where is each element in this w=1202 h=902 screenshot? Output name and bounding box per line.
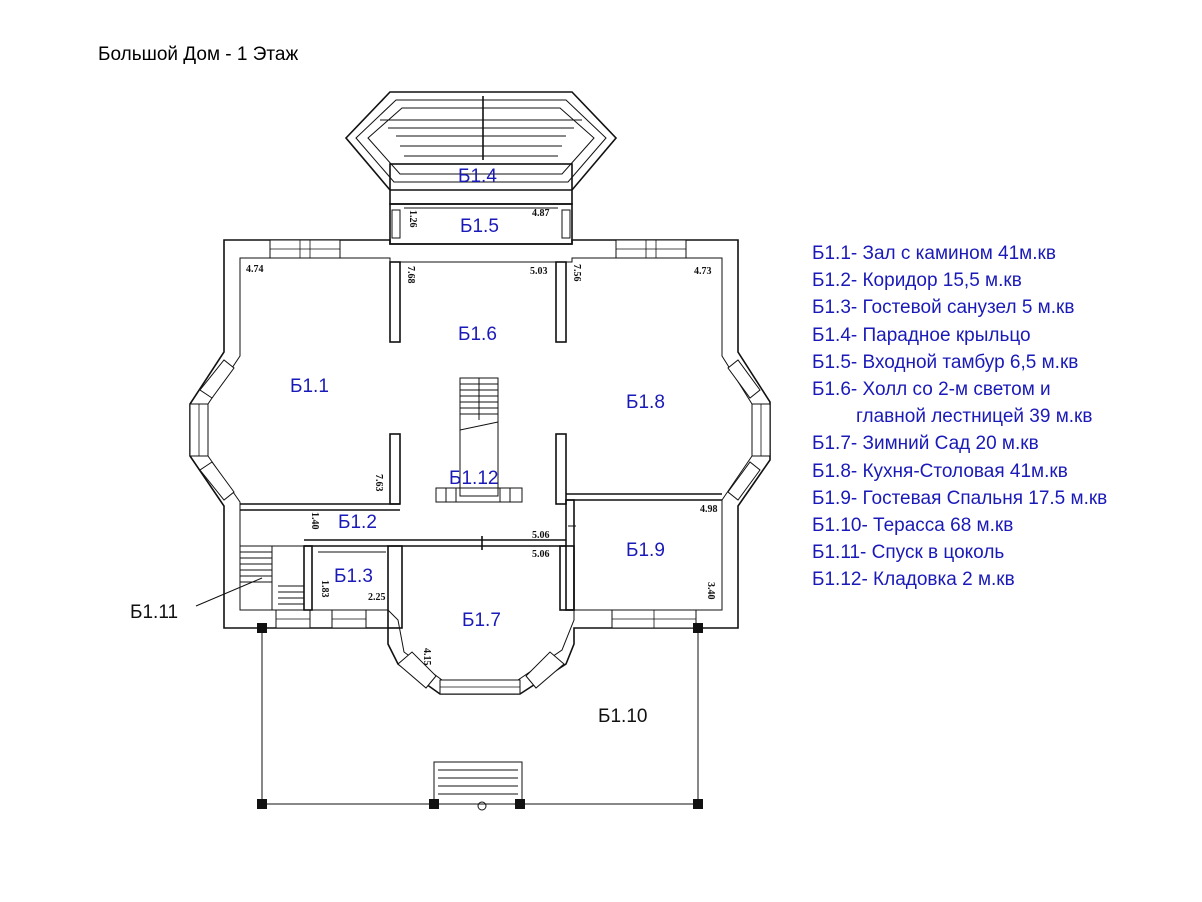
outer-walls <box>189 239 771 695</box>
room-label-b1-3: Б1.3 <box>334 566 373 587</box>
interior-walls <box>240 261 722 629</box>
room-label-b1-8: Б1.8 <box>626 392 665 413</box>
legend-item: Б1.5- Входной тамбур 6,5 м.кв <box>812 351 1079 373</box>
b1-11-pointer <box>195 577 263 607</box>
dimension-label: 4.98 <box>700 504 718 515</box>
dimension-label: 5.03 <box>530 266 548 277</box>
dimension-label: 5.06 <box>532 549 550 560</box>
room-label-b1-2: Б1.2 <box>338 512 377 533</box>
room-label-b1-7: Б1.7 <box>462 610 501 631</box>
legend-item: Б1.7- Зимний Сад 20 м.кв <box>812 433 1039 455</box>
legend-item: Б1.2- Коридор 15,5 м.кв <box>812 270 1022 292</box>
room-label-b1-10: Б1.10 <box>598 706 647 727</box>
legend-item: Б1.3- Гостевой санузел 5 м.кв <box>812 297 1075 319</box>
dimension-label: 4.15 <box>421 648 432 666</box>
legend-item: Б1.6- Холл со 2-м светом и <box>812 378 1051 400</box>
dimension-label: 4.87 <box>532 208 550 219</box>
front-porch <box>344 91 618 205</box>
legend-item: Б1.10- Терасса 68 м.кв <box>812 514 1014 536</box>
dimension-label: 1.40 <box>309 512 320 530</box>
room-label-b1-11: Б1.11 <box>130 602 178 623</box>
room-label-b1-12: Б1.12 <box>449 468 498 489</box>
page-title: Большой Дом - 1 Этаж <box>98 44 299 65</box>
dimension-label: 1.26 <box>407 210 418 228</box>
main-staircase <box>435 377 523 503</box>
dimension-label: 4.74 <box>246 264 264 275</box>
legend-item: Б1.9- Гостевая Спальня 17.5 м.кв <box>812 487 1108 509</box>
legend-item: Б1.8- Кухня-Столовая 41м.кв <box>812 460 1068 482</box>
dimension-label: 4.73 <box>694 266 712 277</box>
room-legend: Б1.1- Зал с камином 41м.кв Б1.2- Коридор… <box>812 240 1107 593</box>
legend-item: Б1.12- Кладовка 2 м.кв <box>812 569 1015 591</box>
terrace <box>257 623 703 811</box>
dimension-label: 7.68 <box>405 266 416 284</box>
dimension-label: 7.63 <box>373 474 384 492</box>
room-label-b1-6: Б1.6 <box>458 324 497 345</box>
room-label-b1-9: Б1.9 <box>626 540 665 561</box>
dimension-label: 1.83 <box>319 580 330 598</box>
dimension-label: 3.40 <box>705 582 716 600</box>
legend-item: Б1.4- Парадное крыльцо <box>812 324 1031 346</box>
basement-stairs <box>239 545 305 611</box>
room-label-b1-1: Б1.1 <box>290 376 329 397</box>
dimension-label: 7.56 <box>571 264 582 282</box>
dimension-label: 5.06 <box>532 530 550 541</box>
legend-item: Б1.11- Спуск в цоколь <box>812 542 1005 564</box>
dimension-label: 2.25 <box>368 592 386 603</box>
room-label-b1-4: Б1.4 <box>458 166 497 187</box>
legend-item: Б1.1- Зал с камином 41м.кв <box>812 243 1056 264</box>
room-label-b1-5: Б1.5 <box>460 216 499 237</box>
legend-item: главной лестницей 39 м.кв <box>856 406 1093 428</box>
